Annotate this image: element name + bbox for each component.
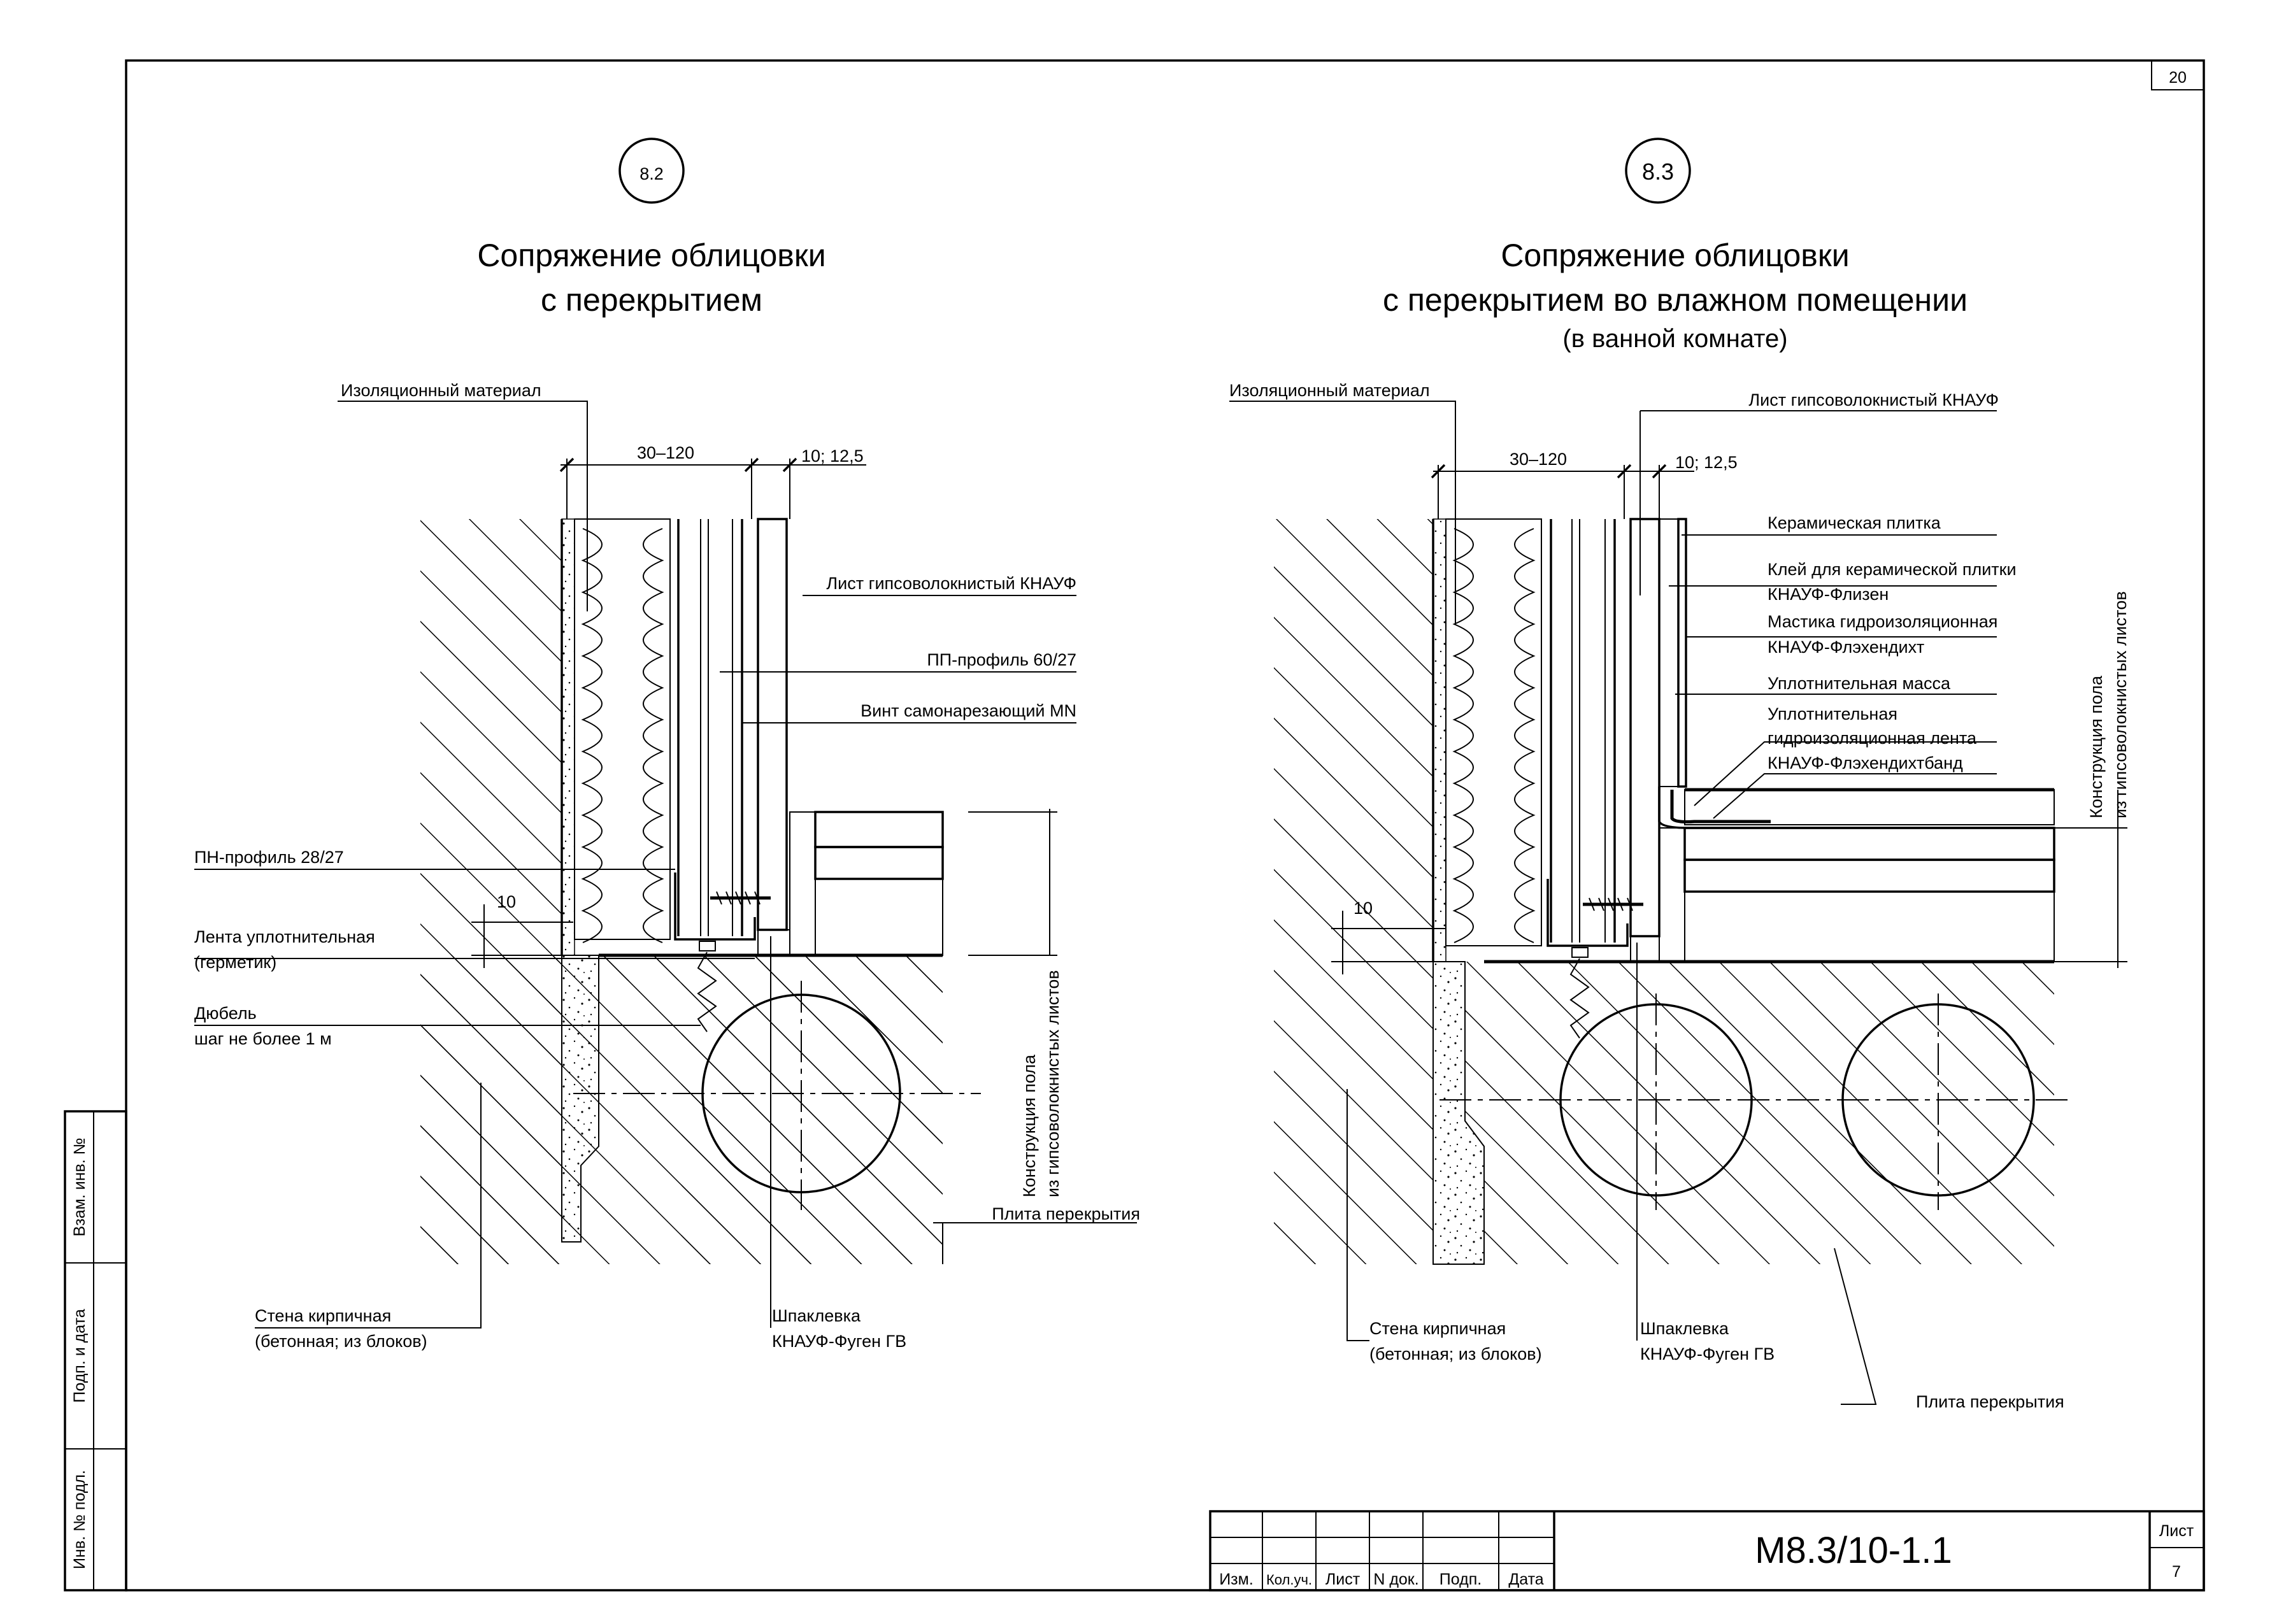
dim-cavity: 30–120	[637, 443, 694, 462]
detail-8-2: 8.2 Сопряжение облицовки с перекрытием	[194, 138, 1140, 1351]
insulation	[574, 518, 671, 943]
label-floor-right-line1: Конструкция пола	[2087, 675, 2106, 818]
floor-slab	[573, 953, 981, 1264]
dim-gap: 10	[497, 892, 516, 911]
screw-right	[1583, 897, 1643, 911]
detail-8-3: 8.3 Сопряжение облицовки с перекрытием в…	[1229, 138, 2130, 1411]
label-glue-line2: КНАУФ-Флизен	[1768, 585, 1889, 604]
dimensions	[471, 457, 1057, 1264]
pp-profile-right	[1550, 519, 1616, 943]
detail-number-circle	[618, 138, 685, 204]
label-wall-line2: (бетонная; из блоков)	[255, 1332, 427, 1351]
gvl-board	[757, 518, 788, 931]
label-glue-line1: Клей для керамической плитки	[1768, 560, 2017, 579]
label-tile: Керамическая плитка	[1768, 513, 1941, 532]
leader-lines	[194, 401, 1137, 1328]
label-tape-line2: (герметик)	[194, 953, 276, 972]
gvl-board-right	[1629, 518, 1661, 937]
dim-board-right: 10; 12,5	[1675, 453, 1738, 472]
dowel	[697, 941, 717, 1032]
label-floor-right-line2: из гипсоволокнистых листов	[2111, 591, 2130, 818]
pn-profile-right	[1547, 879, 1629, 947]
plaster-layer-right	[1432, 518, 1485, 1265]
label-insulation: Изоляционный материал	[341, 381, 541, 400]
detail-title-line2: с перекрытием	[541, 282, 762, 318]
label-gvl-sheet: Лист гипсоволокнистый КНАУФ	[826, 574, 1076, 593]
label-screw: Винт самонарезающий MN	[861, 701, 1076, 720]
label-mastic-line1: Мастика гидроизоляционная	[1768, 612, 1997, 631]
label-pp-profile: ПП-профиль 60/27	[927, 650, 1076, 669]
stamp-header-izm: Изм.	[1219, 1571, 1254, 1588]
dim-board: 10; 12,5	[801, 446, 864, 466]
dim-gap-right: 10	[1354, 899, 1373, 918]
pp-profile	[677, 519, 743, 936]
label-sealant: Уплотнительная масса	[1768, 674, 1951, 693]
pn-profile	[674, 873, 756, 941]
floor-construction	[757, 811, 944, 956]
label-wall-line1: Стена кирпичная	[255, 1306, 391, 1325]
label-dowel-line2: шаг не более 1 м	[194, 1029, 332, 1048]
dim-cavity-right: 30–120	[1510, 450, 1567, 469]
insulation-right	[1445, 518, 1542, 946]
side-label-vzam: Взам. инв. №	[71, 1138, 89, 1237]
label-wall-right-line1: Стена кирпичная	[1369, 1319, 1506, 1338]
stamp-header-ndok: N док.	[1373, 1571, 1418, 1588]
list-label: Лист	[2159, 1522, 2194, 1540]
leader-lines-right	[1229, 401, 1997, 1405]
label-wtape-line2: гидроизоляционная лента	[1768, 729, 1977, 748]
floor-construction-right	[1630, 787, 2055, 962]
label-wtape-line1: Уплотнительная	[1768, 704, 1897, 723]
label-floor-line2: из гипсоволокнистых листов	[1043, 970, 1062, 1197]
detail-number: 8.2	[639, 164, 664, 183]
page-number: 20	[2169, 69, 2187, 87]
label-slab-right: Плита перекрытия	[1916, 1392, 2064, 1411]
label-mastic-line2: КНАУФ-Флэхендихт	[1768, 637, 1924, 657]
detail-title-line1: Сопряжение облицовки	[477, 238, 825, 273]
stamp-header-list: Лист	[1325, 1571, 1361, 1588]
detail-title-right-line1: Сопряжение облицовки	[1501, 238, 1849, 273]
detail-number-right: 8.3	[1642, 159, 1674, 185]
label-gvl-sheet-right: Лист гипсоволокнистый КНАУФ	[1748, 390, 1999, 410]
brick-wall-right	[1274, 519, 2054, 1264]
detail-title-right-line3: (в ванной комнате)	[1562, 325, 1787, 353]
label-wtape-line3: КНАУФ-Флэхендихтбанд	[1768, 753, 1963, 773]
list-number: 7	[2172, 1563, 2181, 1581]
label-putty-line2: КНАУФ-Фуген ГВ	[772, 1332, 906, 1351]
side-label-inv: Инв. № подл.	[71, 1470, 89, 1569]
screw	[710, 891, 771, 905]
dimensions-right	[1331, 464, 2127, 974]
stamp-headers: Изм. Кол.уч. Лист N док. Подп. Дата	[1219, 1571, 1544, 1588]
plaster-layer	[561, 518, 599, 1243]
label-insulation-right: Изоляционный материал	[1229, 381, 1430, 400]
label-putty-right-line2: КНАУФ-Фуген ГВ	[1640, 1344, 1775, 1364]
label-putty-line1: Шпаклевка	[772, 1306, 861, 1325]
label-putty-right-line1: Шпаклевка	[1640, 1319, 1729, 1338]
label-wall-right-line2: (бетонная; из блоков)	[1369, 1344, 1542, 1364]
label-slab: Плита перекрытия	[992, 1204, 1140, 1223]
sheet-frame	[64, 59, 2205, 1592]
detail-number-circle-right	[1625, 138, 1691, 204]
detail-title-right-line2: с перекрытием во влажном помещении	[1383, 282, 1968, 318]
label-pn-profile: ПН-профиль 28/27	[194, 848, 344, 867]
label-tape-line1: Лента уплотнительная	[194, 927, 375, 946]
stamp-header-data: Дата	[1508, 1571, 1543, 1588]
dowel-right	[1569, 947, 1590, 1039]
stamp-header-kolych: Кол.уч.	[1266, 1572, 1312, 1588]
label-floor-line1: Конструкция пола	[1020, 1054, 1039, 1197]
side-label-podp: Подп. и дата	[71, 1309, 89, 1402]
sheet-code: М8.3/10-1.1	[1755, 1530, 1952, 1571]
stamp-header-podp: Подп.	[1439, 1571, 1482, 1588]
label-dowel-line1: Дюбель	[194, 1004, 257, 1023]
wall-tile	[1659, 518, 1687, 788]
